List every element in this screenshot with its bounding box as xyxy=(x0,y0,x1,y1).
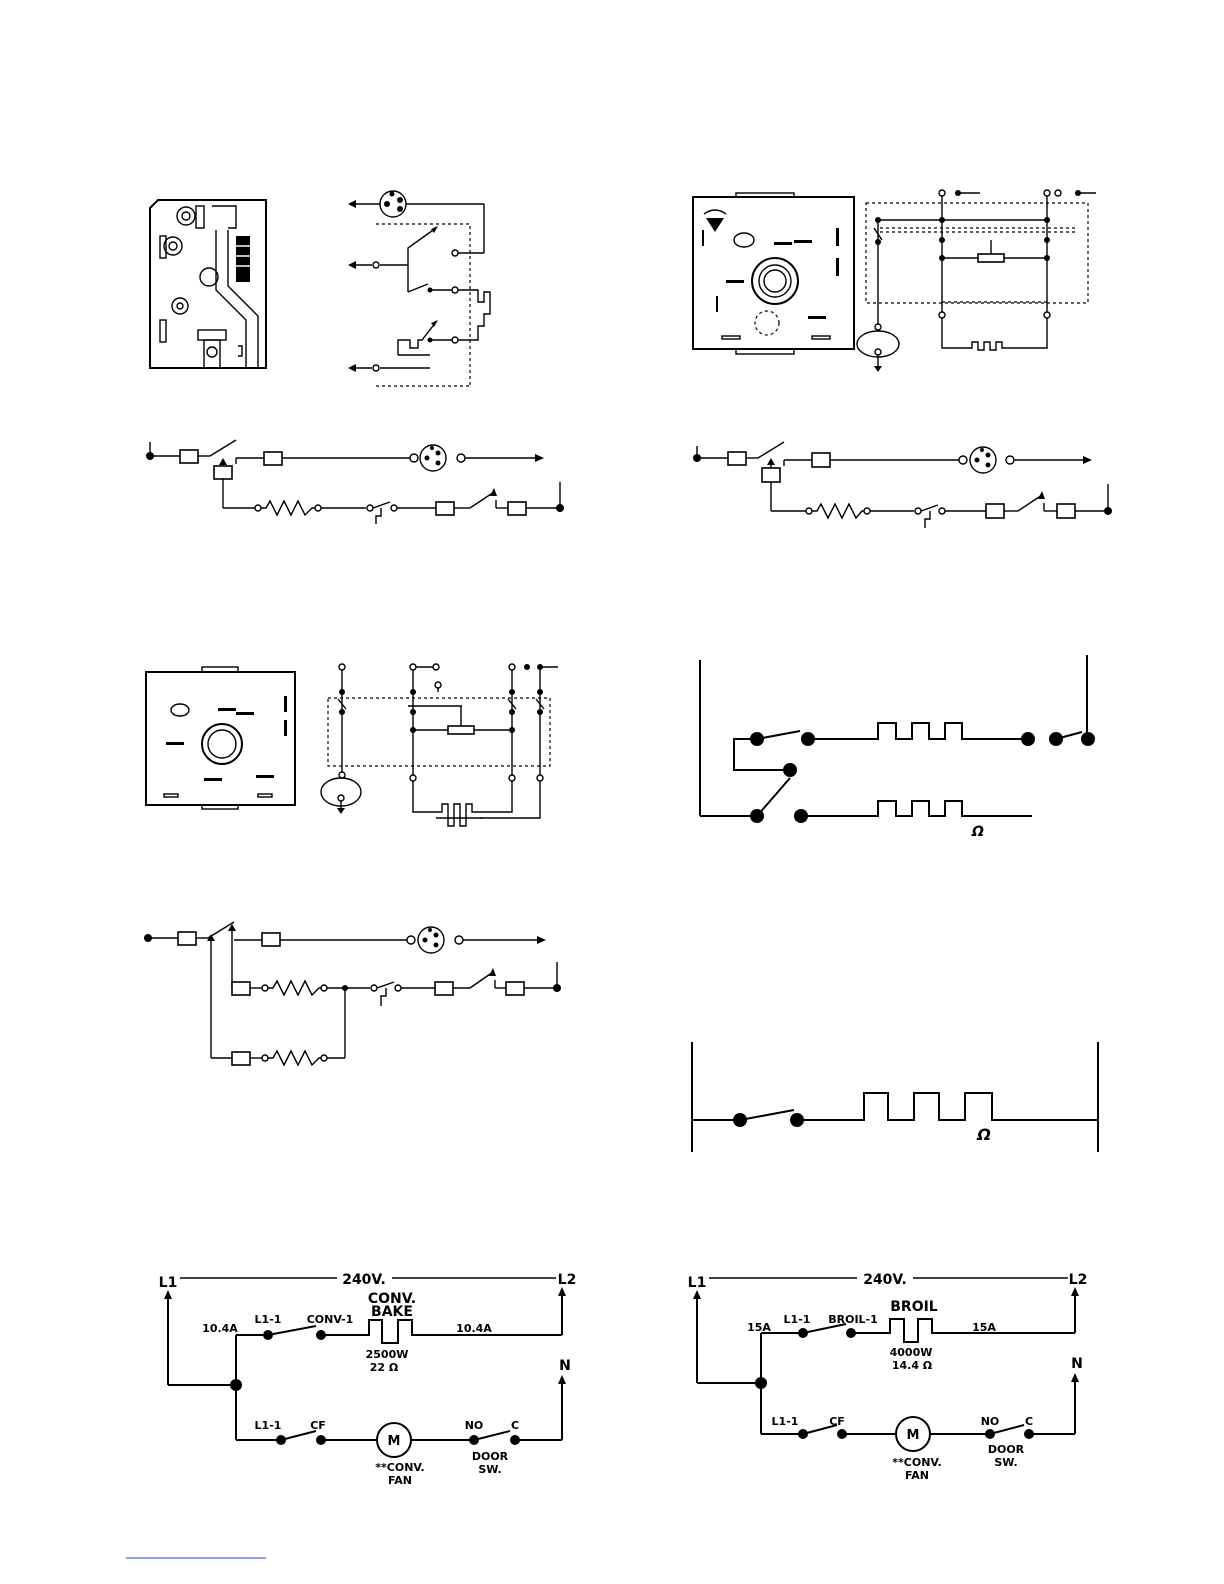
bake-switch-conv: CONV-1 xyxy=(307,1313,354,1326)
broil-fan-cf: CF xyxy=(829,1415,845,1428)
switch-schematic-top-right xyxy=(857,190,1096,372)
broil-door-label-2: SW. xyxy=(994,1456,1017,1469)
bake-current-left: 10.4A xyxy=(202,1322,238,1335)
broil-door-c: C xyxy=(1025,1415,1033,1428)
bake-l2-label: L2 xyxy=(558,1272,577,1288)
thermostat-body-top-right xyxy=(693,193,854,354)
bake-door-label-2: SW. xyxy=(478,1463,501,1476)
broil-l2-label: L2 xyxy=(1069,1272,1088,1288)
ohm-symbol-lower: Ω xyxy=(976,1125,991,1144)
element-schematic-lower-right: Ω xyxy=(692,1042,1098,1152)
broil-door-no: NO xyxy=(981,1415,1000,1428)
bake-ohms: 22 Ω xyxy=(370,1361,399,1374)
bake-motor-symbol: M xyxy=(388,1434,401,1449)
broil-l1-label: L1 xyxy=(688,1275,707,1291)
bake-door-c: C xyxy=(511,1419,519,1432)
broil-watts: 4000W xyxy=(890,1346,933,1359)
bake-title-line2: BAKE xyxy=(371,1304,413,1320)
bake-fan-label-1: **CONV. xyxy=(375,1461,424,1474)
broil-current-left: 15A xyxy=(747,1321,771,1334)
bake-l1-label: L1 xyxy=(159,1275,178,1291)
bake-switch-l1: L1-1 xyxy=(255,1313,282,1326)
element-schematic-middle-right: Ω xyxy=(700,655,1095,840)
broil-fan-label-2: FAN xyxy=(905,1469,929,1482)
thermostat-body-top-left xyxy=(150,200,266,368)
broil-switch-l1: L1-1 xyxy=(784,1313,811,1326)
bake-fan-cf: CF xyxy=(310,1419,326,1432)
ladder-schematic-top-left xyxy=(146,440,564,524)
conv-bake-schematic: L1 240V. L2 10.4A L1-1 CONV-1 CONV. BAKE… xyxy=(159,1272,577,1487)
bake-watts: 2500W xyxy=(366,1348,409,1361)
bake-door-label-1: DOOR xyxy=(472,1450,509,1463)
thermostat-body-middle-left xyxy=(146,667,295,809)
bake-current-right: 10.4A xyxy=(456,1322,492,1335)
broil-current-right: 15A xyxy=(972,1321,996,1334)
broil-voltage-label: 240V. xyxy=(863,1272,907,1288)
broil-schematic: L1 240V. L2 15A L1-1 BROIL-1 BROIL 15A 4… xyxy=(688,1272,1088,1482)
broil-motor-symbol: M xyxy=(907,1428,920,1443)
switch-schematic-top-left xyxy=(348,191,490,386)
switch-schematic-middle-left xyxy=(321,664,558,826)
broil-ohms: 14.4 Ω xyxy=(892,1359,933,1372)
broil-switch-broil: BROIL-1 xyxy=(828,1313,878,1326)
ladder-schematic-middle-left xyxy=(144,922,561,1065)
bake-voltage-label: 240V. xyxy=(342,1272,386,1288)
broil-fan-l1: L1-1 xyxy=(772,1415,799,1428)
broil-door-label-1: DOOR xyxy=(988,1443,1025,1456)
broil-title: BROIL xyxy=(890,1299,938,1315)
ladder-schematic-top-right xyxy=(693,442,1112,528)
bake-door-no: NO xyxy=(465,1419,484,1432)
bake-neutral-label: N xyxy=(559,1358,571,1374)
broil-fan-label-1: **CONV. xyxy=(892,1456,941,1469)
ohm-symbol-upper: Ω xyxy=(971,824,984,840)
bake-fan-l1: L1-1 xyxy=(255,1419,282,1432)
bake-fan-label-2: FAN xyxy=(388,1474,412,1487)
broil-neutral-label: N xyxy=(1071,1356,1083,1372)
